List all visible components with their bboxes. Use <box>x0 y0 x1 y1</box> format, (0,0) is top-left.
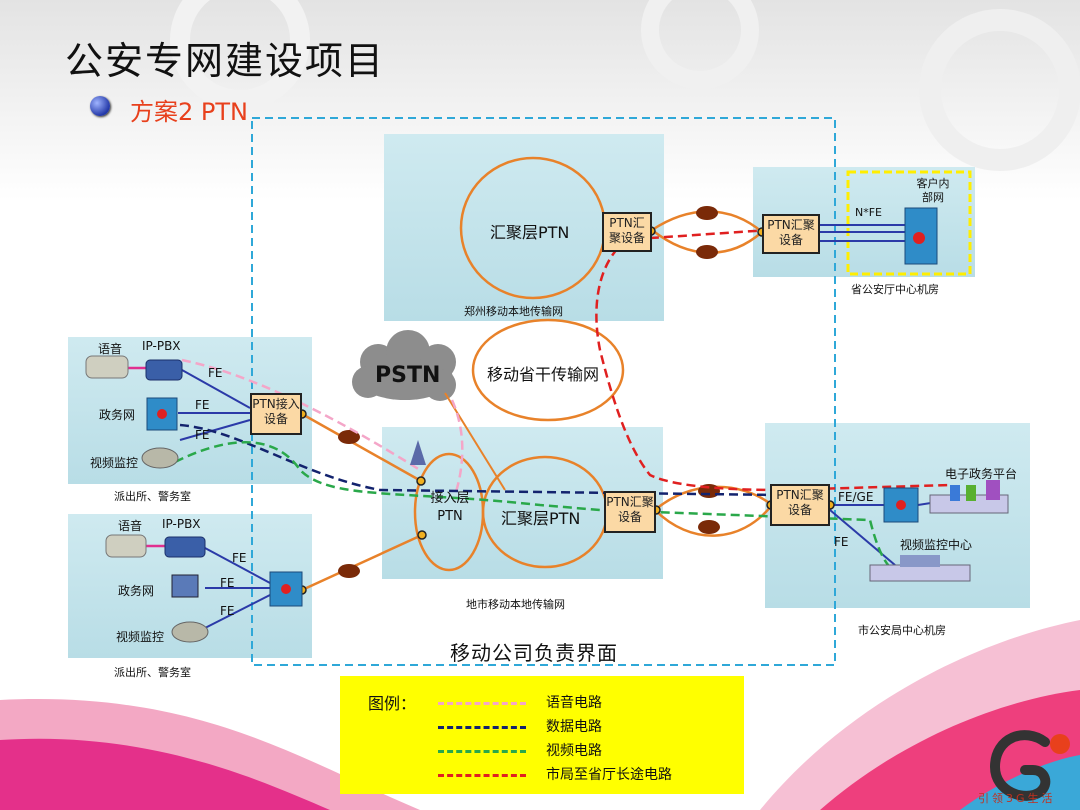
camera-icon <box>141 447 179 469</box>
province-ptn-device[interactable]: PTN汇聚设备 <box>762 214 820 254</box>
egov-label: 电子政务平台 <box>945 467 1018 481</box>
local-ptn-device[interactable]: PTN汇聚设备 <box>604 491 656 533</box>
computer-icon <box>171 574 199 598</box>
switch-icon <box>146 397 178 431</box>
data-circuit <box>179 423 781 497</box>
longhaul-circuit <box>595 230 951 492</box>
customer-label: 客户内部网 <box>916 177 950 204</box>
station2-caption: 派出所、警务室 <box>114 666 191 679</box>
city-fe-label: FE <box>834 535 849 549</box>
tower-icon <box>410 440 426 465</box>
customer-network-box <box>846 170 972 276</box>
voice-circuit <box>181 358 421 472</box>
video-circuit <box>174 441 901 577</box>
province-caption: 省公安厅中心机房 <box>851 283 939 296</box>
switch-icon <box>904 207 938 265</box>
backbone-ring <box>471 318 625 422</box>
page-subtitle: 方案2 PTN <box>130 98 248 126</box>
video-center-label: 视频监控中心 <box>900 538 973 552</box>
switch-icon <box>883 487 919 523</box>
link-icon <box>338 430 360 444</box>
link-station2 <box>301 533 423 592</box>
brand-logo-icon <box>989 730 1070 801</box>
station1-gov-label: 政务网 <box>99 408 136 422</box>
station1-fe3: FE <box>195 428 210 442</box>
pbx-icon <box>145 359 183 381</box>
station1-caption: 派出所、警务室 <box>114 490 191 503</box>
page-title: 公安专网建设项目 <box>65 39 386 83</box>
local-agg-ring-label: 汇聚层PTN <box>501 509 581 528</box>
link-icon <box>338 564 360 578</box>
station1-fe1: FE <box>208 366 223 380</box>
switch-icon <box>269 571 303 607</box>
city-ptn-device[interactable]: PTN汇聚设备 <box>770 484 830 526</box>
link-icon <box>698 520 720 534</box>
station2-fe1: FE <box>232 551 247 565</box>
mobile-boundary-box <box>251 117 836 666</box>
server-icon <box>929 480 1009 514</box>
legend: 图例： 语音电路 数据电路 视频电路 市局至省厅长途电路 <box>340 676 744 794</box>
legend-head: 图例： <box>368 694 417 713</box>
station2-pbx-label: IP-PBX <box>162 517 201 531</box>
legend-item: 语音电路 <box>438 692 738 714</box>
zhengzhou-ring-label: 汇聚层PTN <box>490 223 570 242</box>
station1-voice-label: 语音 <box>98 342 123 356</box>
pstn-cloud <box>352 330 456 401</box>
link-icon <box>696 206 718 220</box>
province-link-label: N*FE <box>855 206 883 219</box>
boundary-label: 移动公司负责界面 <box>450 641 618 665</box>
bullet-icon <box>90 96 110 116</box>
logo-text: 引领3G生活 <box>978 792 1056 805</box>
station2-fe3: FE <box>220 604 235 618</box>
city-caption: 市公安局中心机房 <box>858 624 946 637</box>
station2-voice-label: 语音 <box>118 519 143 533</box>
legend-item: 数据电路 <box>438 716 738 738</box>
legend-item: 视频电路 <box>438 740 738 762</box>
local-caption: 地市移动本地传输网 <box>466 598 565 611</box>
pbx-icon <box>164 536 206 558</box>
access-ring-label: 接入层PTN <box>430 491 470 524</box>
link-station1 <box>301 412 422 483</box>
city-fe-ge-label: FE/GE <box>838 490 874 504</box>
backbone-label: 移动省干传输网 <box>487 365 600 384</box>
station1-ptn-device[interactable]: PTN接入设备 <box>250 393 302 435</box>
station1-pbx-label: IP-PBX <box>142 339 181 353</box>
legend-item: 市局至省厅长途电路 <box>438 764 738 786</box>
zhengzhou-caption: 郑州移动本地传输网 <box>464 305 563 318</box>
video-center-icon <box>869 555 971 582</box>
phone-icon <box>85 355 129 379</box>
station2-video-label: 视频监控 <box>116 630 165 644</box>
phone-icon <box>105 534 147 558</box>
station1-video-label: 视频监控 <box>90 456 139 470</box>
zhengzhou-ptn-device[interactable]: PTN汇聚设备 <box>602 212 652 252</box>
pstn-label: PSTN <box>375 363 441 388</box>
station1-fe2: FE <box>195 398 210 412</box>
station2-fe2: FE <box>220 576 235 590</box>
link-icon <box>696 245 718 259</box>
station2-gov-label: 政务网 <box>118 584 155 598</box>
camera-icon <box>171 621 209 643</box>
